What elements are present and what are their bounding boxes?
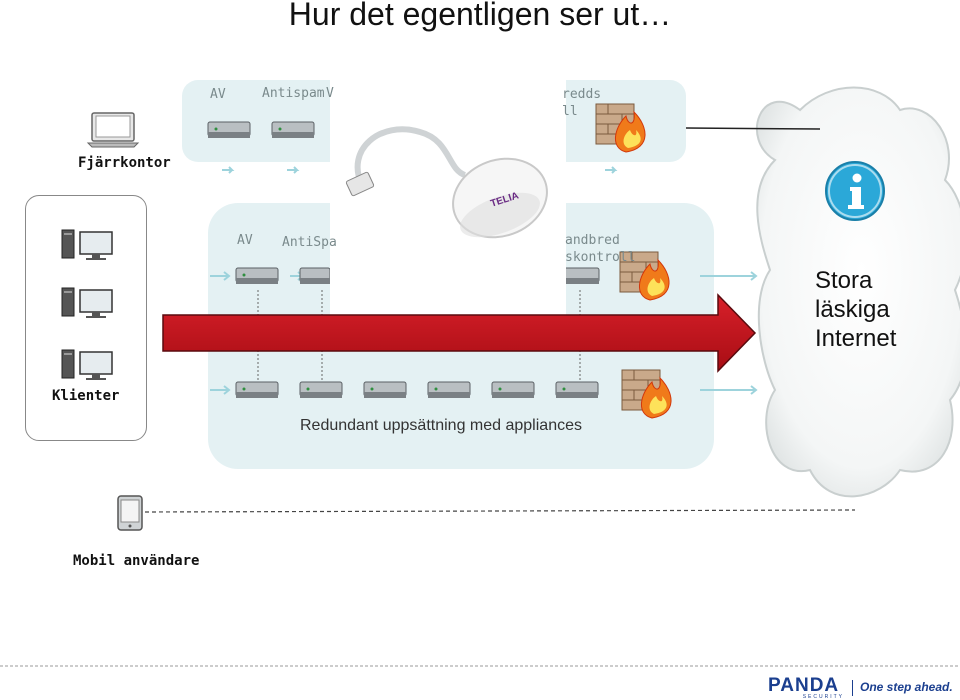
appliance-icon [299, 381, 343, 398]
appliance-icon [299, 267, 331, 284]
remote-label-av: AV [210, 87, 226, 102]
mobile-user-label: Mobil användare [73, 553, 200, 569]
red-arrow [162, 293, 757, 373]
page-title: Hur det egentligen ser ut… [288, 0, 672, 32]
appliance-icon [562, 267, 600, 284]
remote-label-redds: redds [562, 87, 602, 102]
internet-line-3: Internet [815, 325, 897, 352]
mobile-connection-line [144, 509, 856, 513]
appliance-icon [235, 381, 279, 398]
remote-connection-line [685, 127, 821, 130]
desktop-pc-group [61, 229, 113, 380]
remote-label-v: V [326, 86, 334, 101]
remote-office-label: Fjärrkontor [78, 155, 171, 171]
internet-line-2: läskiga [815, 296, 890, 323]
main-label-av: AV [237, 233, 253, 248]
laptop-icon [86, 112, 140, 148]
firewall-icon [619, 251, 670, 301]
remote-flow-arrows [222, 166, 618, 174]
redundant-label: Redundant uppsättning med appliances [300, 417, 582, 434]
remote-label-antispam: Antispam [262, 86, 325, 101]
appliance-icon [271, 121, 315, 138]
internet-label: Stora läskiga Internet [815, 266, 896, 353]
appliance-icon [235, 267, 279, 284]
appliance-icon [207, 121, 251, 138]
usb-modem-icon: TELIA [345, 126, 548, 239]
clients-label: Klienter [52, 388, 120, 404]
info-icon [825, 161, 885, 221]
appliance-icon [427, 381, 471, 398]
panda-brand-sub: SECURITY [802, 694, 844, 700]
remote-label-ll: ll [562, 104, 578, 119]
desktop-pc-icon [61, 287, 113, 318]
firewall-icon [621, 369, 672, 419]
firewall-icon [595, 103, 646, 153]
footer-separator [852, 680, 853, 696]
panda-logo: PANDA SECURITY [768, 675, 848, 700]
appliance-icon [555, 381, 599, 398]
appliance-icon [491, 381, 535, 398]
main-label-antispam: AntiSpa [282, 235, 337, 250]
main-label-bandwidth: andbred [565, 233, 620, 248]
desktop-pc-icon [61, 349, 113, 380]
main-label-control: skontroll [565, 250, 636, 265]
panda-slogan: One step ahead. [860, 680, 953, 694]
tablet-icon [117, 495, 143, 531]
appliance-icon [363, 381, 407, 398]
cloud-icon [756, 86, 960, 498]
desktop-pc-icon [61, 229, 113, 260]
firewall-icon-group [595, 103, 672, 419]
panda-brand: PANDA [768, 675, 840, 696]
appliance-icon-group [207, 121, 600, 398]
main-flow-arrows [210, 271, 758, 395]
internet-line-1: Stora [815, 267, 873, 294]
